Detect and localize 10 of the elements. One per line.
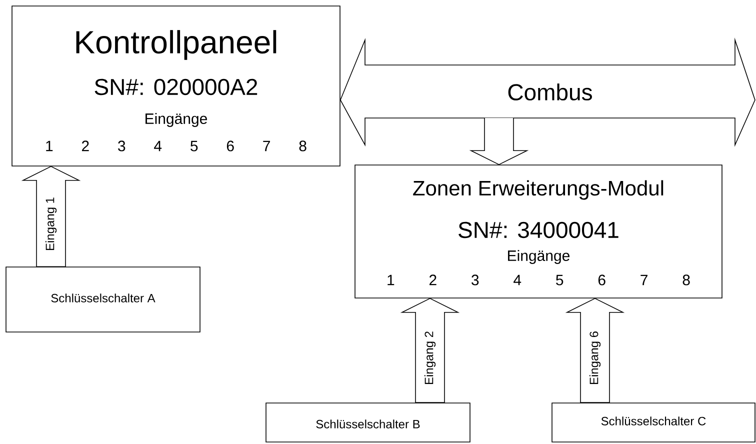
edge-label: Combus	[506, 83, 594, 101]
edge-label: Eingang 1	[44, 196, 58, 252]
panel-box: Kontrollpaneel SN#: 020000A2 Eingänge 1 2 3 4 5 6 7 8	[12, 6, 340, 166]
switch-box: Schlüsselschalter B	[266, 402, 470, 442]
switch-box: Schlüsselschalter C	[552, 402, 756, 442]
edge-label: Eingang 6	[588, 330, 602, 386]
module-box: Zonen Erweiterungs-Modul SN#: 34000041 Eingänge 1 2 3 4 5 6 7 8	[354, 164, 722, 298]
edge-label: Eingang 2	[424, 330, 436, 386]
switch-box: Schlüsselschalter A	[6, 266, 200, 332]
block-arrow	[469, 118, 529, 166]
